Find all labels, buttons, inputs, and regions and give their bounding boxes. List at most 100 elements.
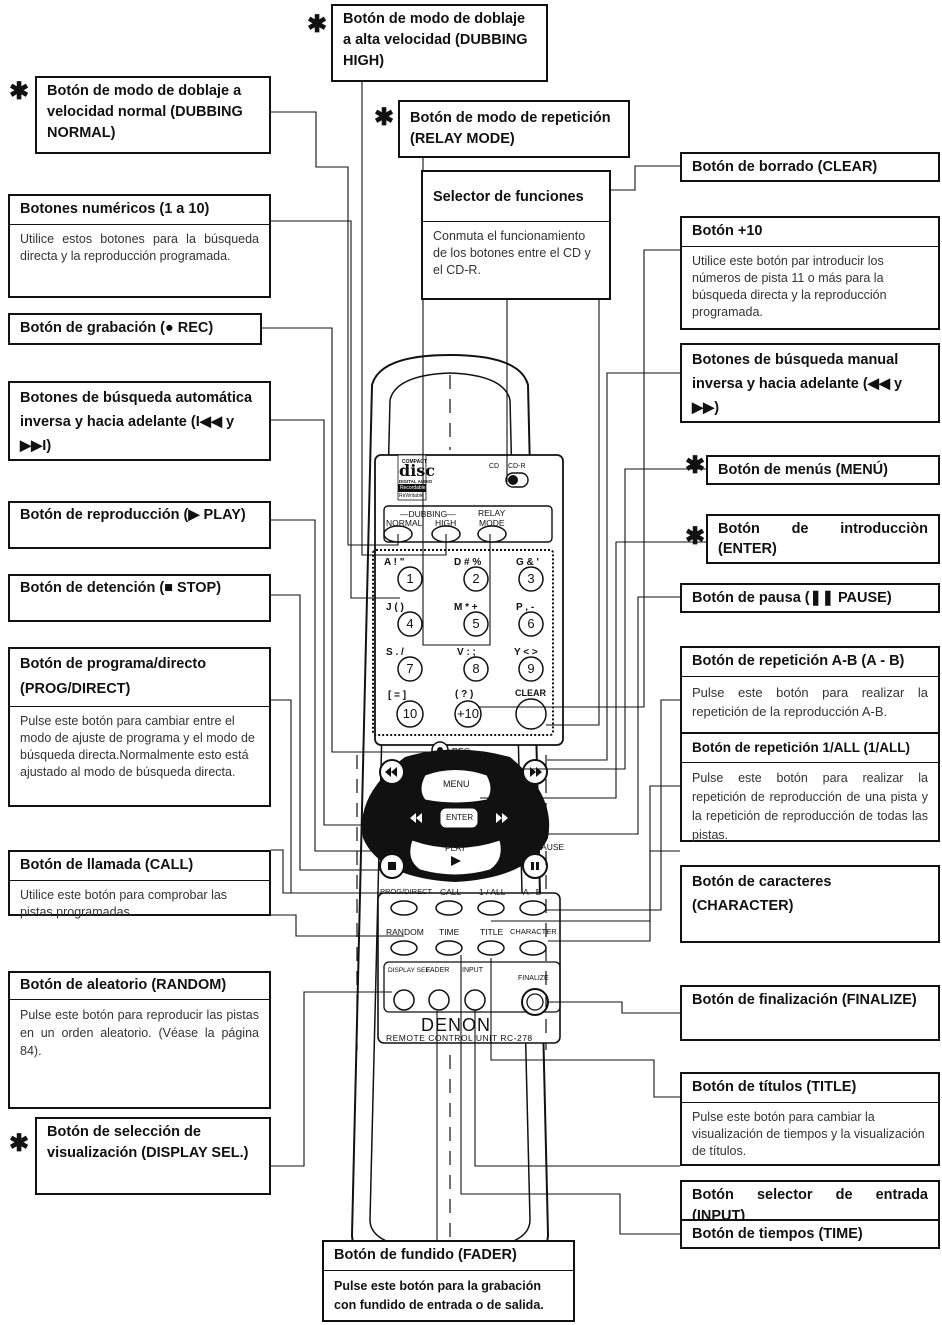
- switch-label-cdr: CD-R: [508, 463, 526, 470]
- callout-ab-repeat-desc: Pulse este botón para realizar la repeti…: [692, 685, 928, 719]
- input-label: INPUT: [462, 967, 483, 974]
- call-key[interactable]: [435, 900, 463, 916]
- fader-label: FADER: [426, 967, 450, 974]
- model-label: REMOTE CONTROL UNIT RC-278: [386, 1033, 533, 1043]
- callout-title-desc: Pulse este botón para cambiar la visuali…: [692, 1110, 925, 1158]
- search-rev-icon-2: [391, 767, 397, 777]
- key-4[interactable]: [397, 611, 423, 637]
- leader-display-sel: [271, 991, 392, 1167]
- callout-function-selector: Selector de funciones Conmuta el funcion…: [421, 170, 611, 300]
- pause-icon: [531, 862, 534, 870]
- callout-rec: Botón de grabación (● REC): [8, 313, 262, 345]
- callout-ab-repeat-title: Botón de repetición A-B (A - B): [682, 648, 938, 677]
- callout-manual-search: Botones de búsqueda manual inversa y hac…: [680, 343, 940, 423]
- enter-key[interactable]: [439, 807, 479, 829]
- chars-plus10: ( ? ): [455, 689, 474, 700]
- play-key[interactable]: [409, 839, 502, 876]
- pause-icon-2: [536, 862, 539, 870]
- callout-clear-title: Botón de borrado (CLEAR): [692, 159, 878, 175]
- key-7-label: 7: [406, 661, 414, 676]
- callout-pause-title: Botón de pausa (❚❚ PAUSE): [692, 590, 892, 606]
- callout-fader-title: Botón de fundido (FADER): [324, 1242, 573, 1271]
- title-key[interactable]: [477, 940, 505, 956]
- callout-character: Botón de caracteres (CHARACTER): [680, 865, 940, 943]
- key-2[interactable]: [463, 566, 489, 592]
- random-label: RANDOM: [386, 927, 424, 937]
- clear-key[interactable]: [515, 698, 547, 730]
- key-1[interactable]: [397, 566, 423, 592]
- leader-call: [271, 849, 449, 894]
- key-3[interactable]: [518, 566, 544, 592]
- play-icon: [451, 856, 461, 866]
- chars-2: D # %: [454, 557, 482, 568]
- callout-relay-mode: Botón de modo de repetición (RELAY MODE): [398, 100, 630, 158]
- key-6[interactable]: [518, 611, 544, 637]
- key-7[interactable]: [397, 656, 423, 682]
- chars-5: M * +: [454, 602, 478, 613]
- prog-direct-key[interactable]: [390, 900, 418, 916]
- callout-plus10-desc: Utilice este botón par introducir los nú…: [692, 254, 887, 319]
- key-5[interactable]: [463, 611, 489, 637]
- callout-menu-title: Botón de menús (MENÚ): [718, 462, 888, 478]
- leader-clear: [546, 165, 680, 726]
- leader-enter: [480, 541, 706, 799]
- callout-ab-repeat: Botón de repetición A-B (A - B) Pulse es…: [680, 646, 940, 742]
- star-icon-dubbing-normal: ✱: [9, 78, 30, 105]
- callout-title-title: Botón de títulos (TITLE): [682, 1074, 938, 1103]
- callout-display-sel-title: Botón de selección de visualización (DIS…: [47, 1124, 249, 1161]
- callout-repeat-1all-title: Botón de repetición 1/ALL (1/ALL): [682, 734, 938, 763]
- chars-6: P , -: [516, 602, 535, 613]
- callout-plus10-title: Botón +10: [682, 218, 938, 247]
- callout-function-selector-desc: Conmuta el funcionamiento de los botones…: [433, 229, 591, 277]
- callout-enter: Botón de introducciòn (ENTER): [706, 514, 940, 564]
- callout-enter-title: Botón de introducciòn (ENTER): [718, 521, 928, 557]
- callout-call-desc: Utilice este botón para comprobar las pi…: [20, 888, 228, 919]
- switch-label-cd: CD: [489, 463, 500, 470]
- leader-pause: [547, 596, 680, 835]
- prog-direct-label: PROG/DIRECT: [380, 887, 433, 896]
- chars-3: G & ': [516, 557, 539, 568]
- key-10[interactable]: [396, 700, 424, 728]
- callout-relay-mode-title: Botón de modo de repetición (RELAY MODE): [410, 110, 611, 147]
- star-icon-menu: ✱: [685, 452, 706, 479]
- chars-4: J ( ): [386, 602, 404, 613]
- cd-switch-knob[interactable]: [508, 475, 518, 485]
- callout-dubbing-normal-title: Botón de modo de doblaje a velocidad nor…: [47, 83, 243, 141]
- leader-dubbing-normal: [271, 111, 399, 546]
- callout-fader: Botón de fundido (FADER) Pulse este botó…: [322, 1240, 575, 1322]
- display-sel-key[interactable]: [393, 989, 415, 1011]
- ab-key[interactable]: [519, 900, 547, 916]
- rec-label: REC: [452, 746, 470, 756]
- key-9[interactable]: [518, 656, 544, 682]
- leader-dubbing-high: [361, 82, 447, 556]
- key-plus10-label: +10: [456, 706, 480, 721]
- key-8[interactable]: [463, 656, 489, 682]
- leader-manual-search: [547, 372, 680, 761]
- fader-key[interactable]: [428, 989, 450, 1011]
- callout-stop-title: Botón de detención (■ STOP): [20, 580, 222, 596]
- callout-dubbing-high-title: Botón de modo de doblaje a alta velocida…: [343, 11, 528, 69]
- key-plus10[interactable]: [454, 700, 482, 728]
- auto-search-rev-icon: [410, 813, 416, 823]
- bottom-key-group: [383, 961, 561, 1013]
- callout-finalize-title: Botón de finalización (FINALIZE): [692, 992, 917, 1008]
- clear-label: CLEAR: [515, 688, 546, 698]
- auto-search-fwd-icon-2: [496, 813, 502, 823]
- ab-label: A - B: [523, 887, 542, 897]
- relay-mode-key[interactable]: [477, 525, 507, 543]
- character-key[interactable]: [519, 940, 547, 956]
- time-key[interactable]: [435, 940, 463, 956]
- leader-time: [460, 955, 680, 1235]
- pause-key[interactable]: [522, 853, 548, 879]
- input-key[interactable]: [464, 989, 486, 1011]
- callout-menu: Botón de menús (MENÚ): [706, 455, 940, 485]
- key-10-label: 10: [402, 706, 418, 721]
- callout-random-title: Botón de aleatorio (RANDOM): [10, 973, 269, 1000]
- random-key[interactable]: [390, 940, 418, 956]
- leader-auto-search: [271, 419, 405, 826]
- star-icon-relay-mode: ✱: [374, 104, 395, 131]
- one-all-key[interactable]: [477, 900, 505, 916]
- finalize-label: FINALIZE: [518, 975, 549, 982]
- menu-key[interactable]: [420, 769, 492, 804]
